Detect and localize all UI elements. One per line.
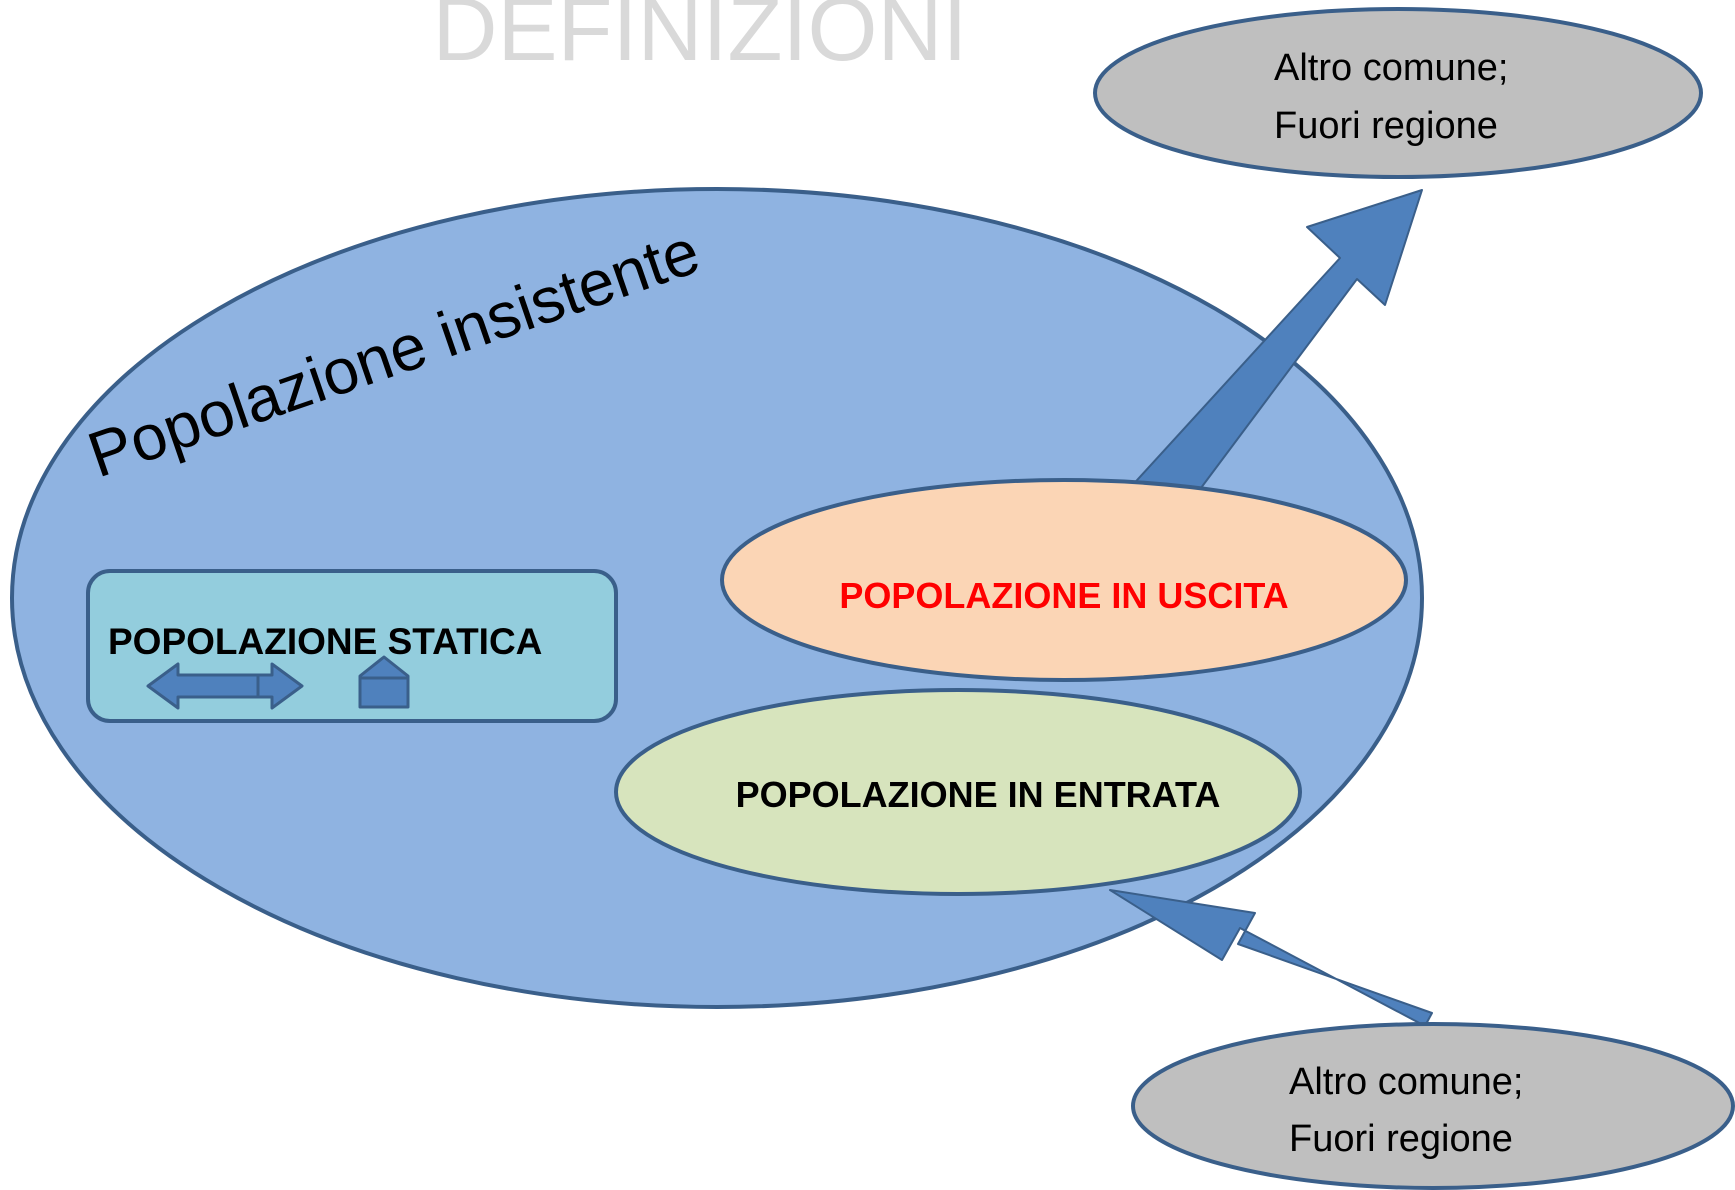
origin-line-1: Altro comune; [1289, 1061, 1523, 1103]
outgoing-population-label: POPOLAZIONE IN USCITA [839, 575, 1288, 616]
incoming-population-label: POPOLAZIONE IN ENTRATA [736, 774, 1221, 815]
double-arrow-icon [146, 662, 304, 710]
incoming-population-ellipse [614, 688, 1302, 896]
outgoing-population-ellipse [720, 478, 1408, 682]
origin-external-ellipse [1131, 1022, 1735, 1190]
house-icon [358, 655, 410, 709]
destination-line-2: Fuori regione [1274, 105, 1498, 147]
origin-line-2: Fuori regione [1289, 1118, 1513, 1160]
incoming-arrow [1109, 889, 1433, 1027]
page-title: DEFINIZIONI [433, 0, 968, 80]
destination-line-1: Altro comune; [1274, 47, 1508, 89]
static-population-label: POPOLAZIONE STATICA [108, 621, 542, 662]
outgoing-arrow [1127, 189, 1423, 509]
destination-external-ellipse [1093, 7, 1703, 179]
